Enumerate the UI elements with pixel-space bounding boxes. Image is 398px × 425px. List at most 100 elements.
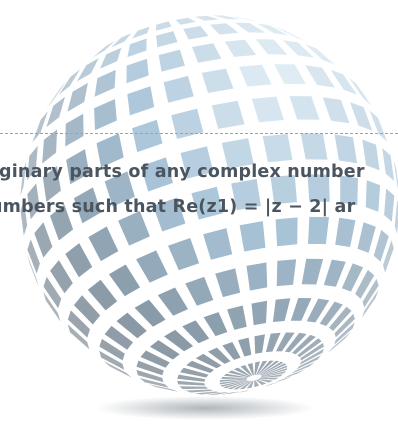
globe-tile: [362, 278, 379, 308]
globe-tile: [127, 86, 155, 116]
globe-tile: [212, 15, 241, 20]
globe-tile: [87, 279, 118, 311]
globe-tile: [136, 369, 164, 383]
globe-tile: [260, 371, 286, 378]
globe-tile: [192, 43, 222, 63]
globe-tile: [224, 39, 257, 57]
globe-tile: [382, 148, 395, 181]
globe-tile: [275, 332, 295, 352]
text-line-2: umbers such that Re(z1) = |z − 2| ar: [0, 197, 356, 217]
globe-tile: [227, 305, 247, 330]
globe-tile: [148, 384, 179, 392]
globe-tile: [228, 370, 250, 378]
globe-tile: [227, 380, 250, 390]
globe-tile: [393, 160, 398, 195]
globe-tile: [383, 240, 394, 273]
globe-tile: [258, 377, 279, 380]
globe-tile: [234, 22, 266, 33]
globe-tile: [103, 361, 132, 378]
globe-tile: [349, 77, 372, 106]
globe-tile: [139, 378, 169, 388]
text-line-1: aginary parts of any complex number: [0, 162, 365, 182]
globe-tile: [233, 367, 251, 377]
globe-tile: [334, 134, 358, 164]
globe-tile: [73, 295, 101, 325]
globe-tiles: [20, 15, 398, 395]
globe-tile: [394, 200, 398, 235]
globe-tile: [296, 355, 322, 370]
globe-tile: [42, 129, 58, 164]
globe-tile: [365, 180, 381, 212]
globe-tile: [297, 338, 322, 358]
globe-tile: [99, 350, 125, 370]
globe-tile: [283, 369, 306, 379]
globe-tile: [300, 348, 324, 365]
globe-tile: [42, 166, 61, 202]
globe-tile: [369, 110, 388, 142]
globe-tile: [272, 298, 291, 322]
globe-tile: [94, 69, 116, 97]
globe-tile: [182, 320, 210, 344]
globe-tile: [43, 291, 61, 322]
globe-tile: [180, 146, 214, 179]
globe-tile: [157, 287, 188, 316]
globe-tile: [215, 268, 241, 298]
globe-tile: [104, 325, 133, 350]
globe-tile: [220, 391, 240, 395]
globe-tile: [222, 342, 241, 360]
globe-tile: [240, 365, 253, 376]
globe-tile: [307, 174, 330, 202]
globe-tile: [177, 374, 206, 382]
globe-tile: [104, 171, 135, 207]
globe-tile: [27, 239, 40, 274]
globe-tile: [168, 238, 200, 271]
globe-tile: [155, 21, 172, 31]
globe-tile: [292, 334, 316, 355]
globe-tile: [153, 197, 186, 232]
globe-tile: [136, 250, 168, 283]
globe-tile: [43, 276, 62, 309]
globe-tile: [183, 26, 209, 40]
globe-tile: [228, 15, 258, 22]
globe-tile: [260, 361, 284, 376]
globe-tile: [207, 347, 231, 364]
globe-tile: [239, 64, 272, 87]
globe-tile: [246, 380, 254, 389]
globe-tile: [247, 363, 254, 376]
globe-tile: [306, 298, 330, 323]
globe-tile: [163, 75, 194, 103]
globe-tile: [274, 64, 306, 85]
globe-tile: [223, 373, 249, 378]
globe-tile: [251, 96, 284, 123]
globe-tile: [284, 332, 307, 353]
globe-tile: [136, 360, 164, 376]
globe-tile: [186, 360, 214, 373]
globe-tile: [231, 179, 261, 211]
globe-tile: [259, 360, 280, 375]
globe-tile: [164, 329, 194, 352]
globe-tile: [261, 368, 288, 377]
globe-tile: [261, 365, 288, 377]
globe-tile: [206, 392, 230, 395]
globe-tile: [274, 375, 294, 383]
globe-tile: [194, 15, 220, 21]
globe-tile: [275, 217, 298, 247]
globe-tile: [362, 289, 379, 318]
globe-tile: [233, 381, 251, 390]
globe-tile: [300, 133, 328, 160]
globe-tile: [301, 258, 324, 285]
globe-tile: [88, 226, 119, 262]
globe-tile: [140, 157, 173, 192]
globe-tile: [99, 338, 125, 361]
globe-tile: [100, 47, 122, 69]
globe-tile: [362, 139, 380, 171]
globe-tile: [334, 313, 355, 338]
globe-tile: [96, 133, 124, 168]
globe-tile: [322, 97, 350, 124]
globe-tile: [158, 49, 185, 72]
globe-tile: [270, 174, 297, 205]
globe-tile: [219, 378, 247, 382]
globe-tile: [373, 229, 389, 262]
globe-tile: [220, 380, 248, 387]
